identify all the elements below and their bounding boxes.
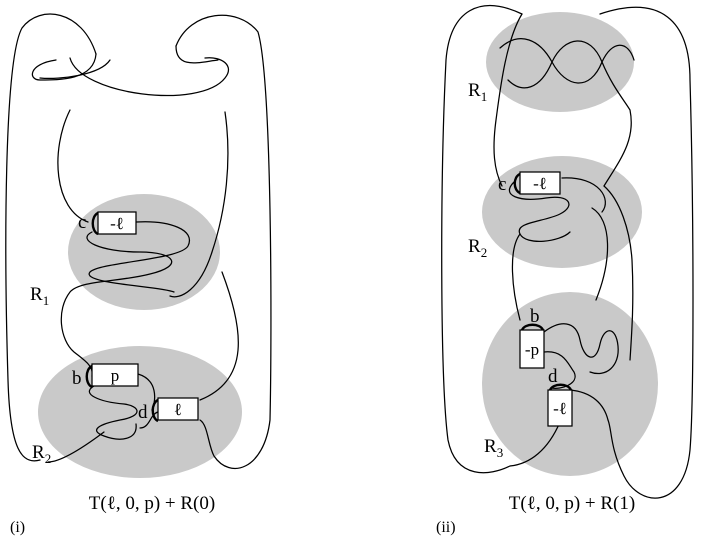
box-minus-l-bottom-label-ii: -ℓ <box>553 399 567 418</box>
box-l-i <box>157 397 199 421</box>
strand-clasp-top-i <box>69 57 230 97</box>
box-minus-l-top-label-ii: -ℓ <box>533 174 547 193</box>
bracket-c-ii <box>513 172 521 195</box>
strand-right-i <box>169 111 229 298</box>
marker-c-ii: c <box>498 174 506 195</box>
diagram-ii: -ℓ -p -ℓ c b d R1 R2 R3 T(ℓ, 0, p) + R(1… <box>436 5 694 536</box>
strand-twist-r1-a-ii <box>493 13 523 187</box>
strand-twist-r2-i <box>88 385 138 440</box>
bracket-d-ii <box>548 383 573 391</box>
strand-minus-l-ii <box>561 177 606 213</box>
region-r2-ii <box>482 156 642 268</box>
bracket-b-ii <box>520 323 545 331</box>
panel-label-i: (i) <box>10 519 25 536</box>
strand-r2-right-ii <box>603 185 634 361</box>
strand-outer-right-i <box>175 14 272 470</box>
panel-label-ii: (ii) <box>436 519 456 536</box>
strand-l-box-in-i <box>139 411 159 429</box>
strand-twist-r1-b-ii <box>499 38 635 84</box>
box-minus-l-top-ii <box>519 171 561 195</box>
strand-to-l-box-i <box>199 271 239 401</box>
strand-r3-loop-ii <box>543 351 576 390</box>
strand-outer-i <box>5 13 97 462</box>
strand-r2-exit-i <box>47 431 105 463</box>
strand-r2-mid-ii <box>591 207 609 301</box>
box-l-label-i: ℓ <box>174 400 182 419</box>
strand-clasp-left-i <box>31 53 97 81</box>
bracket-c-i <box>91 211 99 236</box>
strand-twist-r2-ii <box>508 181 571 242</box>
box-minus-p-ii <box>519 329 545 369</box>
strand-clasp-under-i <box>39 59 111 80</box>
strand-outer-right-ii <box>599 6 694 499</box>
region-label-r1-ii: R1 <box>468 80 487 104</box>
region-label-r3-ii: R3 <box>484 436 503 460</box>
marker-b-i: b <box>72 368 82 389</box>
box-minus-p-label-ii: -p <box>525 340 539 359</box>
strand-left-i <box>57 109 89 223</box>
strand-clasp-right-i <box>175 45 219 64</box>
box-minus-l-i <box>97 211 137 235</box>
region-label-r2-ii: R2 <box>468 236 487 260</box>
bracket-b-i <box>85 364 93 389</box>
box-p-label-i: p <box>111 366 120 385</box>
caption-i: T(ℓ, 0, p) + R(0) <box>89 493 215 514</box>
strand-r2-down-ii <box>511 233 521 321</box>
strand-twist-r3-ii <box>543 323 619 375</box>
bracket-d-i <box>151 398 159 423</box>
strand-twist-r1-i <box>60 231 173 377</box>
box-minus-l-label-i: -ℓ <box>110 214 124 233</box>
strand-r3-exit-ii <box>509 421 561 467</box>
strand-twist-r1-c-ii <box>507 40 632 187</box>
region-label-r2-i: R2 <box>32 442 51 466</box>
region-r2-i <box>38 346 242 478</box>
region-label-r1-i: R1 <box>30 284 49 308</box>
marker-b-ii: b <box>530 306 540 327</box>
region-r1-ii <box>486 12 634 112</box>
marker-c-i: c <box>78 212 86 233</box>
marker-d-ii: d <box>548 366 558 387</box>
marker-d-i: d <box>138 402 148 423</box>
caption-ii: T(ℓ, 0, p) + R(1) <box>509 493 635 514</box>
box-minus-l-bottom-ii <box>547 389 573 427</box>
strand-minus-l-out-i <box>88 221 191 293</box>
diagram-i: -ℓ p ℓ c b d R1 R2 T(ℓ, 0, p) + R(0) (i) <box>5 13 272 536</box>
box-p-i <box>91 363 139 387</box>
strand-outer-left-ii <box>441 5 523 474</box>
strand-r3-right-ii <box>569 389 609 421</box>
